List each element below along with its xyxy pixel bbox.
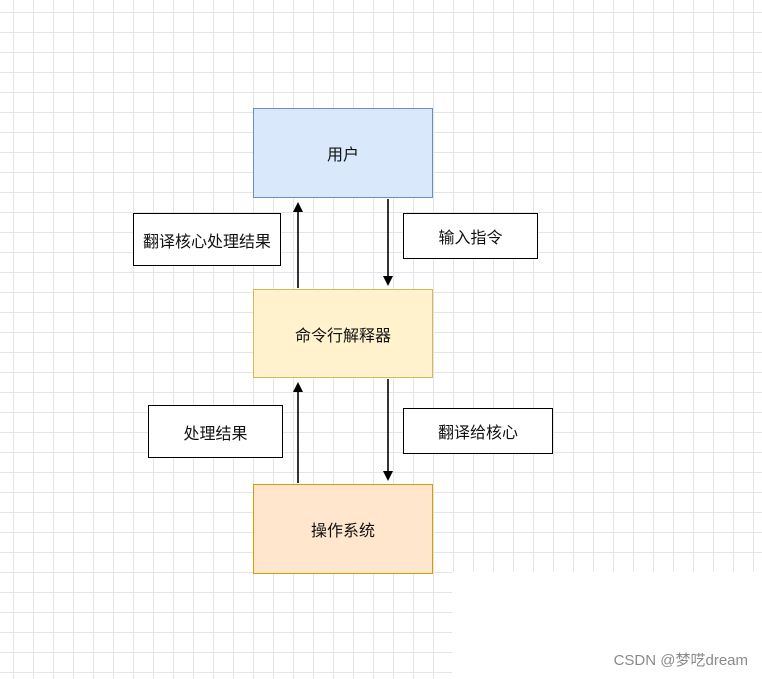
node-operating-system-label: 操作系统 — [310, 521, 375, 540]
node-user-label: 用户 — [326, 145, 359, 164]
edge-label-input-command-text: 输入指令 — [438, 228, 503, 247]
edge-label-translate-kernel-result-text: 翻译核心处理结果 — [142, 231, 271, 251]
edge-label-translate-to-kernel[interactable]: 翻译给核心 — [403, 408, 553, 454]
grid-fade-area — [452, 572, 762, 679]
edge-label-input-command[interactable]: 输入指令 — [403, 213, 538, 259]
node-user[interactable]: 用户 — [253, 108, 433, 198]
node-command-interpreter-label: 命令行解释器 — [294, 325, 391, 345]
edge-label-process-result-text: 处理结果 — [183, 423, 248, 443]
watermark: CSDN @梦呓dream — [613, 652, 748, 669]
edge-label-translate-to-kernel-text: 翻译给核心 — [437, 423, 518, 442]
node-command-interpreter[interactable]: 命令行解释器 — [253, 289, 433, 378]
edge-label-translate-kernel-result[interactable]: 翻译核心处理结果 — [133, 213, 281, 266]
edge-label-process-result[interactable]: 处理结果 — [148, 405, 283, 458]
node-operating-system[interactable]: 操作系统 — [253, 484, 433, 574]
